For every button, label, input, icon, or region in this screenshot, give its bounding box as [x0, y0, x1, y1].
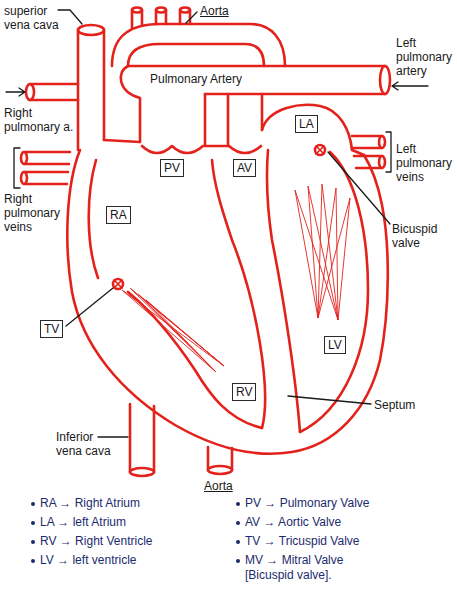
legend-item: AV → Aortic Valve	[245, 515, 341, 530]
box-label: RV	[236, 385, 252, 399]
box-label: RA	[110, 208, 127, 222]
legend-item: LV → left ventricle	[40, 553, 136, 568]
vessel-label: Aorta	[200, 4, 229, 18]
vessel-label: Pulmonary Artery	[150, 72, 242, 86]
chamber-box: PV	[160, 159, 184, 177]
box-label: AV	[237, 161, 252, 175]
chamber-box: TV	[40, 320, 63, 338]
legend-item: LA → left Atrium	[40, 515, 126, 530]
chamber-box: AV	[233, 159, 256, 177]
box-label: LA	[299, 117, 314, 131]
bullet-dot	[31, 559, 35, 563]
vessel-label: Right pulmonary a.	[4, 106, 78, 134]
vessel-label: Right pulmonary veins	[4, 192, 64, 234]
legend-item: RA → Right Atrium	[40, 496, 140, 511]
vessel-label: Aorta	[204, 479, 233, 493]
legend-item: MV → Mitral Valve [Bicuspid valve].	[245, 553, 395, 583]
legend-item: PV → Pulmonary Valve	[245, 496, 370, 511]
legend-item: TV → Tricuspid Valve	[245, 534, 359, 549]
bullet-dot	[236, 540, 240, 544]
vessel-label: Left pulmonary artery	[396, 36, 453, 78]
bullet-dot	[236, 502, 240, 506]
chamber-box: LV	[324, 336, 346, 354]
bullet-dot	[236, 559, 240, 563]
box-label: PV	[164, 161, 180, 175]
chamber-box: RV	[232, 383, 256, 401]
part-label: Septum	[374, 398, 415, 412]
vessel-label: Inferior vena cava	[56, 430, 116, 458]
box-label: LV	[328, 338, 342, 352]
part-label: Bicuspid valve	[392, 222, 452, 250]
box-label: TV	[44, 322, 59, 336]
bullet-dot	[236, 521, 240, 525]
chamber-box: RA	[106, 206, 131, 224]
bullet-dot	[31, 502, 35, 506]
bullet-dot	[31, 521, 35, 525]
vessel-label: Left pulmonary veins	[396, 142, 453, 184]
vessel-label: superior vena cava	[4, 4, 68, 32]
chamber-box: LA	[295, 115, 318, 133]
legend-item: RV → Right Ventricle	[40, 534, 153, 549]
bullet-dot	[31, 540, 35, 544]
